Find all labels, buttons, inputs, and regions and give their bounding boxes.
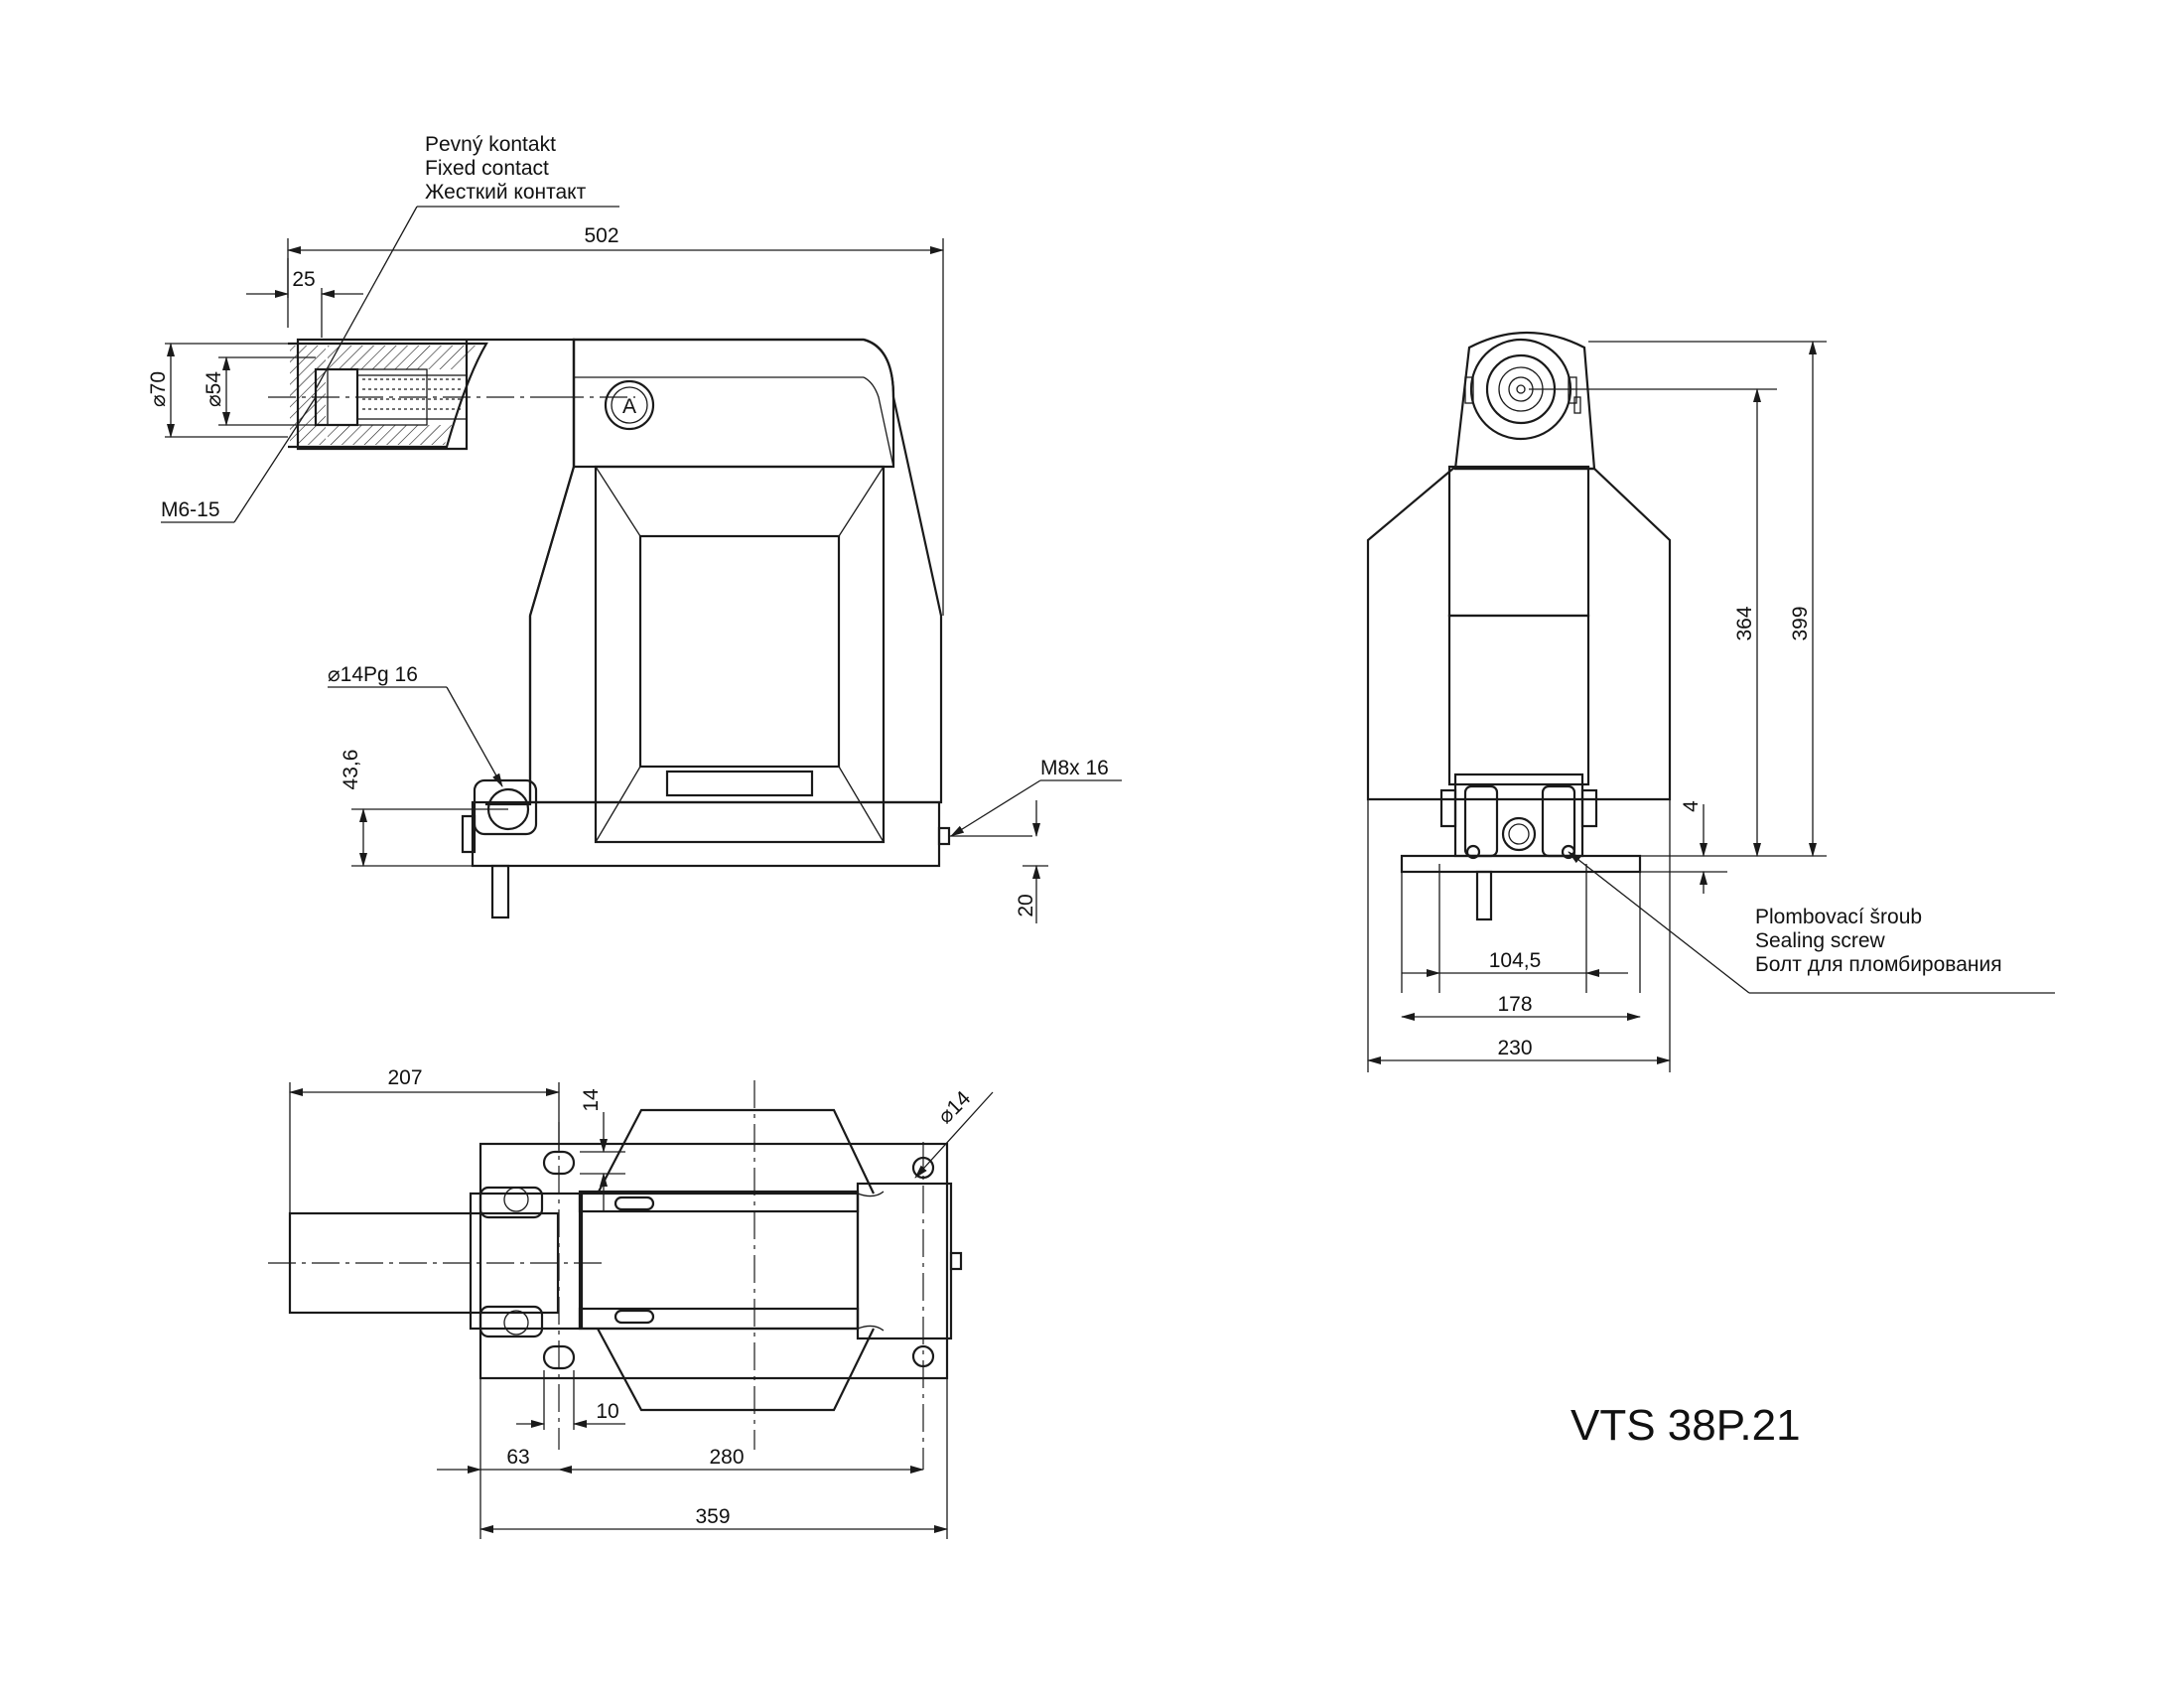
- dim-d14: ⌀14: [934, 1086, 976, 1128]
- front-panel: [594, 465, 886, 844]
- fixed-contact-ru: Жесткий контакт: [425, 181, 587, 204]
- terminal-mark-circle: [604, 379, 655, 431]
- fixed-contact-cz: Pevný kontakt: [425, 133, 556, 156]
- terminal-mark: A: [622, 395, 636, 418]
- dim-d70: ⌀70: [147, 371, 170, 407]
- dim-399: 399: [1789, 606, 1812, 640]
- sealing-en: Sealing screw: [1755, 929, 1886, 952]
- nameplate: [665, 770, 814, 797]
- fixed-contact-en: Fixed contact: [425, 157, 549, 180]
- dim-43-6: 43,6: [340, 750, 362, 790]
- thread-m8: M8x 16: [1040, 757, 1109, 779]
- dim-104-5: 104,5: [1489, 949, 1542, 972]
- dim-63: 63: [506, 1446, 529, 1469]
- sealing-ru: Болт для пломбирования: [1755, 953, 2002, 976]
- side-view: 364 399 4 Plombovací šroub Sealing screw…: [1366, 331, 2055, 1072]
- top-view: 207 14 ⌀14 10 63 280 359: [268, 1066, 994, 1539]
- m8-bolt: [937, 826, 951, 846]
- drawing-title: VTS 38P.21: [1570, 1401, 1801, 1450]
- dim-14: 14: [580, 1088, 603, 1112]
- dim-207: 207: [387, 1066, 422, 1089]
- dim-10: 10: [596, 1400, 618, 1423]
- dim-359: 359: [695, 1505, 730, 1528]
- top-base-plate: [478, 1142, 949, 1380]
- front-view: A 502 25: [147, 133, 1122, 923]
- hatch-left: [290, 346, 326, 445]
- dim-280: 280: [709, 1446, 744, 1469]
- base-plate: [471, 800, 941, 868]
- dim-502: 502: [584, 224, 618, 247]
- dim-4: 4: [1680, 800, 1703, 812]
- cable-gland-label: ⌀14Pg 16: [328, 663, 418, 686]
- dim-d54: ⌀54: [203, 371, 225, 407]
- dim-178: 178: [1497, 993, 1532, 1016]
- dim-25: 25: [292, 268, 315, 291]
- dim-230: 230: [1497, 1037, 1532, 1059]
- terminal-head: [572, 338, 895, 469]
- sealing-cz: Plombovací šroub: [1755, 906, 1922, 928]
- dim-20: 20: [1015, 894, 1037, 916]
- side-body: [1366, 464, 1672, 801]
- thread-m6: M6-15: [161, 498, 220, 521]
- housing-body: [528, 338, 943, 804]
- mounting-bolt: [490, 864, 510, 919]
- dim-364: 364: [1733, 606, 1756, 640]
